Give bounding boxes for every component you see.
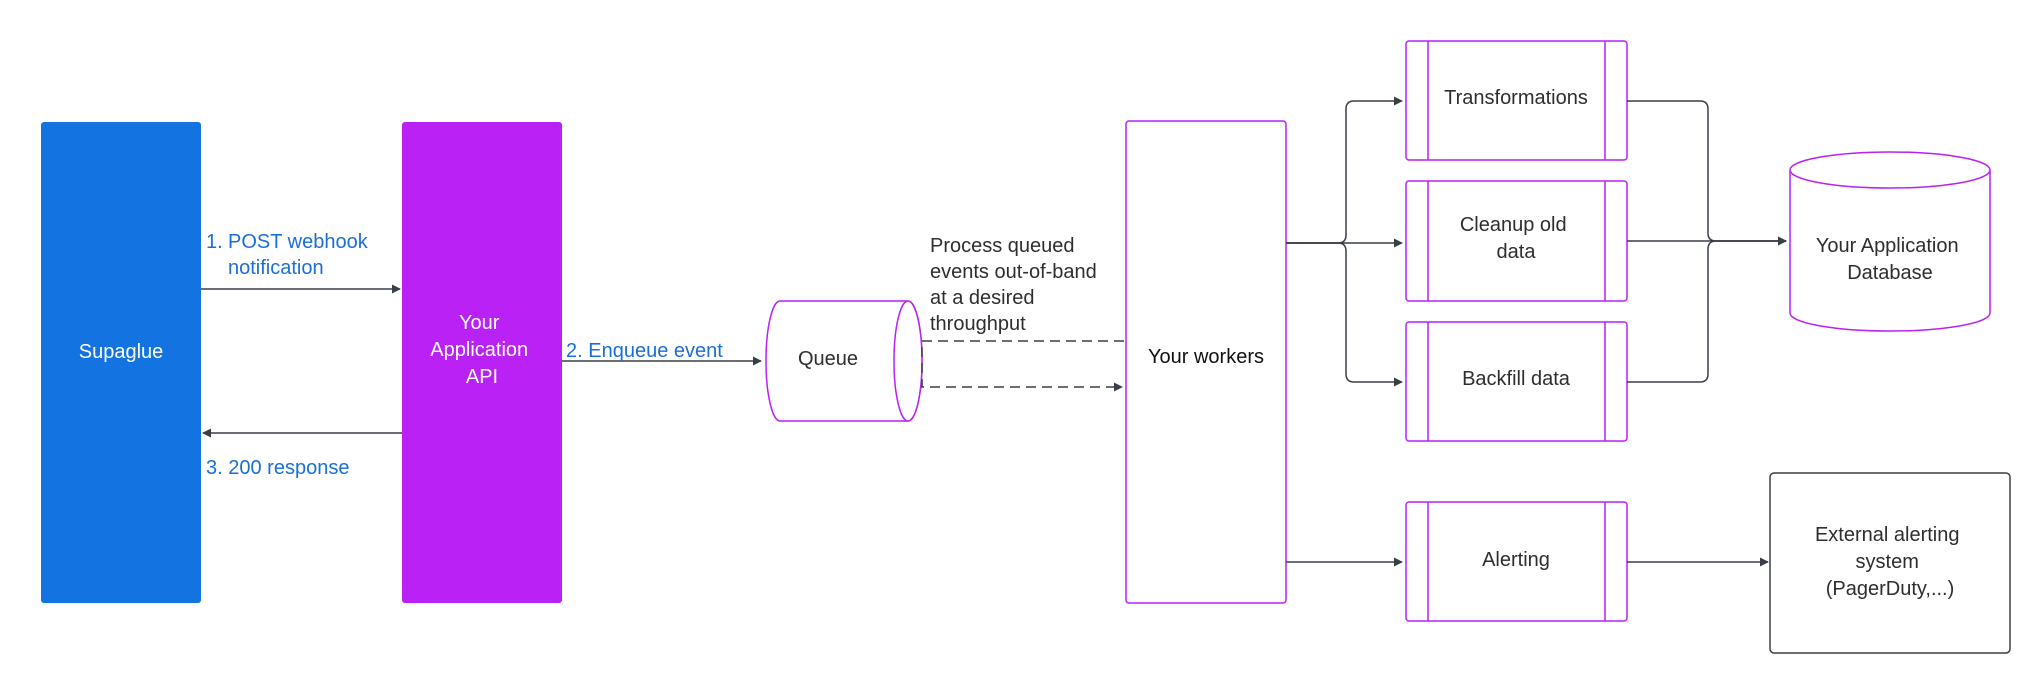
workers-node: Your workers: [1125, 120, 1287, 604]
alerting-node: Alerting: [1405, 501, 1628, 622]
external-alerting-node: External alerting system (PagerDuty,...): [1769, 472, 2011, 654]
transformations-node: Transformations: [1405, 40, 1628, 161]
database-label: Your Application Database: [1816, 235, 1964, 284]
enqueue-label: 2. Enqueue event: [566, 340, 723, 362]
process-edge: Process queued events out-of-band at a d…: [921, 235, 1124, 392]
database-merge-edges: [1627, 100, 1787, 383]
supaglue-node: Supaglue: [41, 122, 201, 603]
response-edge: 3. 200 response: [202, 428, 402, 479]
alerting-label: Alerting: [1482, 549, 1550, 571]
application-api-label: Your Application API: [430, 312, 533, 388]
response-label: 3. 200 response: [206, 457, 349, 479]
application-api-node: Your Application API: [402, 122, 562, 603]
workers-label: Your workers: [1148, 346, 1264, 368]
queue-label: Queue: [798, 348, 858, 370]
backfill-node: Backfill data: [1405, 321, 1628, 442]
post-webhook-edge: 1. POST webhook notification: [201, 231, 401, 294]
queue-node: Queue: [765, 300, 923, 422]
transformations-label: Transformations: [1444, 87, 1588, 109]
workers-branch-edges: [1286, 96, 1403, 567]
supaglue-label: Supaglue: [79, 341, 164, 363]
external-alerting-label: External alerting system (PagerDuty,...): [1815, 524, 1965, 600]
cleanup-label: Cleanup old data: [1460, 214, 1572, 263]
post-webhook-label: 1. POST webhook notification: [206, 231, 373, 279]
cleanup-node: Cleanup old data: [1405, 180, 1628, 302]
process-label: Process queued events out-of-band at a d…: [930, 235, 1102, 335]
enqueue-edge: 2. Enqueue event: [562, 340, 762, 366]
backfill-label: Backfill data: [1462, 368, 1571, 390]
database-node: Your Application Database: [1789, 151, 1991, 332]
